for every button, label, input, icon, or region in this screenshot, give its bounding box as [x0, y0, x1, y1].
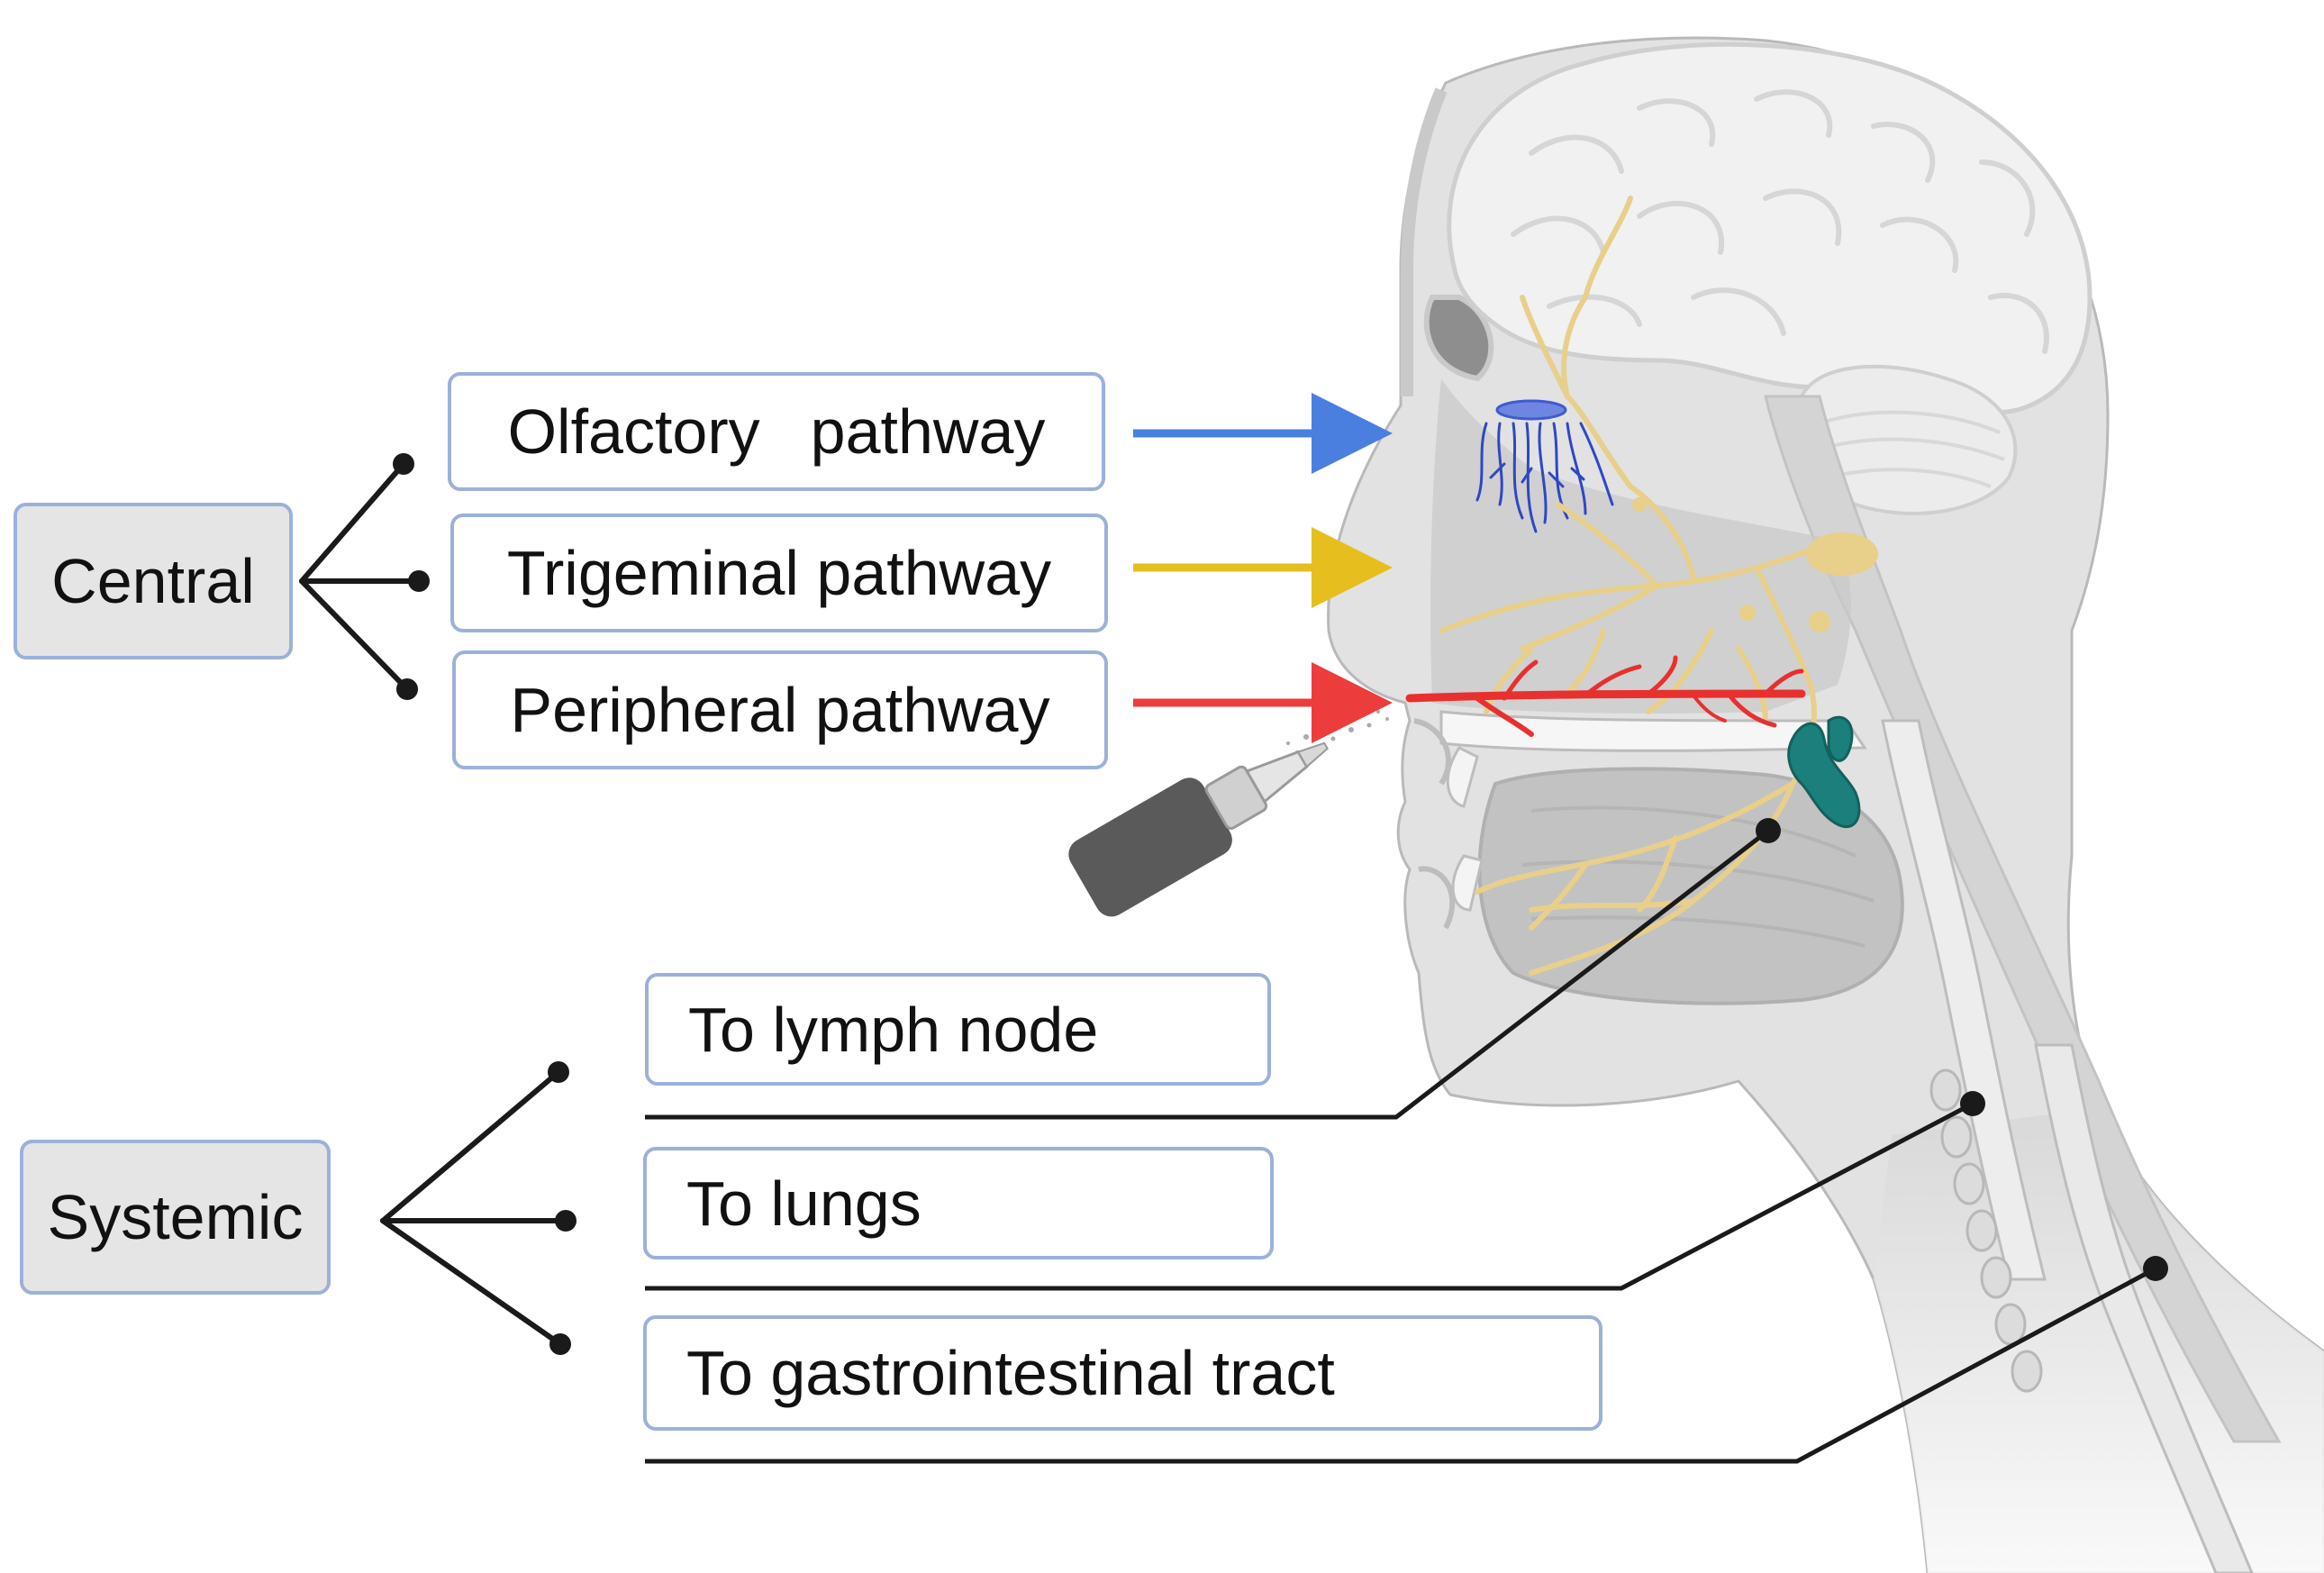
- trigeminal-pathway-box: Trigeminal pathway: [450, 514, 1108, 632]
- olfactory-pathway-word: pathway: [810, 396, 1046, 467]
- leader-lungs: [645, 1101, 1974, 1291]
- pharynx: [1881, 719, 2047, 1281]
- lungs-box: To lungs: [643, 1147, 1274, 1259]
- central-branch-lines: [299, 461, 422, 692]
- spinal-cord: [1764, 395, 2282, 1443]
- systemic-label: Systemic: [47, 1182, 304, 1252]
- lymph-node-label: To lymph node: [688, 994, 1099, 1065]
- blood-vessel: [1405, 655, 1806, 737]
- systemic-node-gi: [549, 1333, 571, 1355]
- lymph-node-box: To lymph node: [645, 973, 1271, 1086]
- trigeminal-label: Trigeminal pathway: [506, 538, 1052, 608]
- peripheral-pathway-box: Peripheral pathway: [452, 650, 1108, 769]
- central-node-trigeminal: [408, 570, 430, 592]
- central-label: Central: [51, 546, 255, 616]
- lungs-target-dot: [1960, 1091, 1985, 1116]
- gi-target-dot: [2143, 1256, 2168, 1281]
- systemic-node-lymph: [548, 1061, 569, 1083]
- trachea: [1929, 1068, 2043, 1393]
- gi-tract-label: To gastrointestinal tract: [686, 1338, 1335, 1408]
- gi-tract-box: To gastrointestinal tract: [643, 1315, 1602, 1431]
- systemic-category-box: Systemic: [20, 1140, 331, 1295]
- central-node-olfactory: [393, 453, 414, 475]
- systemic-branch-lines: [380, 1069, 568, 1347]
- systemic-leader-lines: [645, 829, 2157, 1464]
- lymphoid-tissue: [1787, 722, 1861, 828]
- olfactory-bulb: [1495, 399, 1567, 421]
- lungs-label: To lungs: [686, 1168, 921, 1239]
- peripheral-label: Peripheral pathway: [510, 675, 1050, 745]
- brain: [1447, 41, 2093, 415]
- lymph-target-dot: [1756, 818, 1781, 843]
- leader-gi: [645, 1266, 2157, 1464]
- systemic-node-lungs: [555, 1210, 576, 1232]
- olfactory-word: Olfactory: [507, 396, 760, 467]
- nasal-cavity: [1430, 378, 1851, 714]
- central-node-peripheral: [396, 678, 418, 700]
- tongue: [1477, 767, 1904, 1005]
- olfactory-pathway-box: Olfactory pathway: [448, 372, 1105, 491]
- central-category-box: Central: [14, 503, 293, 659]
- esophagus: [2034, 1043, 2254, 1573]
- nasal-spray-icon: [1068, 741, 1329, 917]
- leader-lymph: [645, 829, 1770, 1120]
